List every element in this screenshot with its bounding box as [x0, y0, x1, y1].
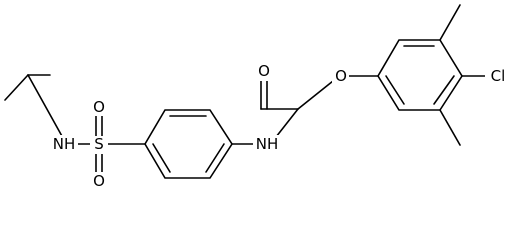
oxygen-top-label: O [93, 98, 105, 116]
carbonyl-oxygen-label: O [258, 62, 270, 80]
bond-ch2-o [297, 80, 334, 110]
ether-oxygen-label: O [335, 67, 347, 85]
ring-1-inner-bond-right [205, 143, 225, 173]
bond-isopropyl-ch3-left [4, 74, 29, 101]
bond-isopropyl-n [27, 74, 64, 139]
benzene-ring-1 [144, 109, 233, 179]
chlorine-label: Cl [491, 67, 506, 85]
benzene-ring-2 [377, 39, 463, 111]
nh-right-label: NH [256, 135, 279, 153]
ring-1-inner-bond-left [152, 143, 171, 173]
bond-nh-carbonyl [275, 108, 299, 138]
atom-labels: NH S O O NH O O Cl [50, 62, 511, 190]
sulfur-label: S [94, 135, 104, 153]
ring-2-inner-bond-left [385, 75, 405, 105]
ring-2-inner-bond-right [433, 75, 455, 105]
oxygen-bottom-label: O [93, 172, 105, 190]
molecule-structure: NH S O O NH O O Cl [4, 4, 511, 190]
bond-methyl-top [439, 4, 461, 41]
nh-left-label: NH [53, 135, 76, 153]
bond-methyl-bottom [439, 109, 461, 146]
